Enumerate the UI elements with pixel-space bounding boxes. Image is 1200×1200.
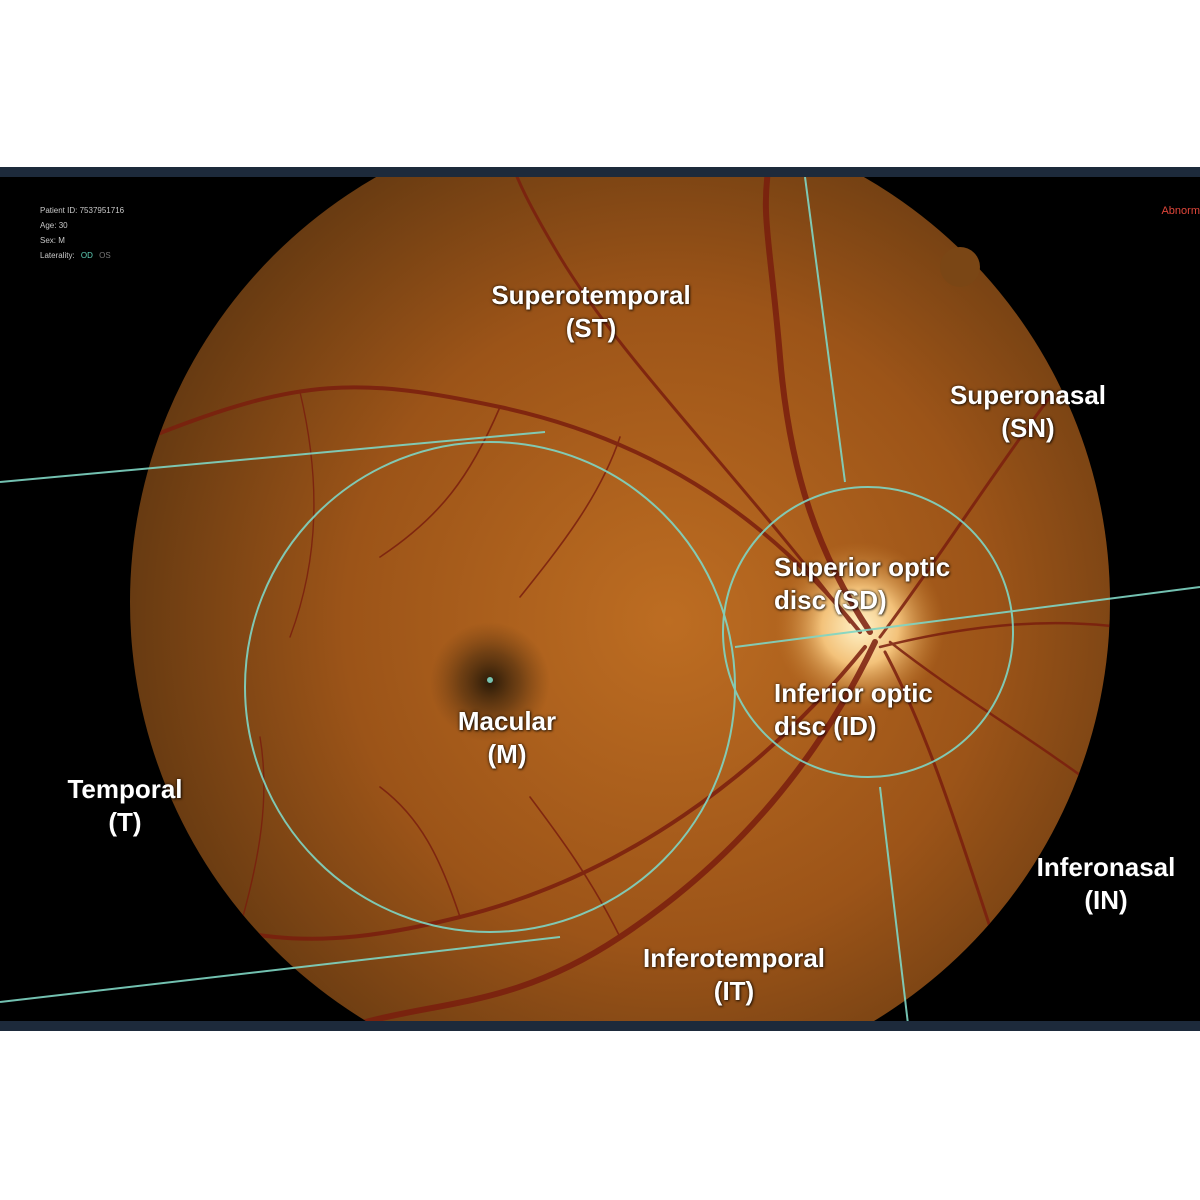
superior-radial-line <box>804 177 846 483</box>
inferior-optic-disc-name: Inferior optic <box>774 678 933 708</box>
fundus-viewer: Patient ID: 7537951716 Age: 30 Sex: M La… <box>0 167 1200 1031</box>
superotemporal-abbr: (ST) <box>565 313 617 343</box>
age-value: 30 <box>58 221 68 230</box>
sex-row: Sex: M <box>40 233 124 248</box>
fovea-marker <box>487 677 493 683</box>
patient-info-panel: Patient ID: 7537951716 Age: 30 Sex: M La… <box>40 203 124 263</box>
macular-name: Macular <box>457 706 557 736</box>
superior-optic-disc-name: Superior optic <box>774 552 951 582</box>
sex-label: Sex: <box>40 236 57 245</box>
lower-boundary-line <box>0 936 561 1003</box>
inferonasal-abbr: (IN) <box>1084 885 1128 915</box>
label-superotemporal: Superotemporal (ST) <box>468 279 714 345</box>
region-outlines <box>0 177 1200 1021</box>
label-macular: Macular (M) <box>427 705 587 771</box>
label-superior-optic-disc: Superior optic disc (SD) <box>774 551 1004 617</box>
inferior-optic-disc-abbr: disc (ID) <box>774 711 877 741</box>
fundus-notch <box>940 247 980 287</box>
label-inferotemporal: Inferotemporal (IT) <box>616 942 852 1008</box>
laterality-od-toggle[interactable]: OD <box>80 251 93 260</box>
label-temporal: Temporal (T) <box>45 773 205 839</box>
patient-id-value: 7537951716 <box>79 206 125 215</box>
label-inferonasal: Inferonasal (IN) <box>1012 851 1200 917</box>
age-row: Age: 30 <box>40 218 124 233</box>
macular-abbr: (M) <box>487 739 527 769</box>
superonasal-abbr: (SN) <box>1001 413 1055 443</box>
inferotemporal-abbr: (IT) <box>713 976 755 1006</box>
laterality-label: Laterality: <box>40 251 75 260</box>
patient-id-label: Patient ID: <box>40 206 78 215</box>
laterality-row: Laterality: OD OS <box>40 248 124 263</box>
status-badge: Abnorm <box>1161 205 1200 217</box>
upper-boundary-line <box>0 431 546 483</box>
inferonasal-name: Inferonasal <box>1036 852 1176 882</box>
inferotemporal-name: Inferotemporal <box>642 943 826 973</box>
optic-disc-circle <box>722 486 1014 778</box>
inferior-radial-line <box>879 786 909 1021</box>
label-superonasal: Superonasal (SN) <box>928 379 1128 445</box>
macular-circle <box>244 441 736 933</box>
horizontal-disc-line <box>734 586 1200 648</box>
fundus-diagram <box>0 177 1200 1021</box>
superior-optic-disc-abbr: disc (SD) <box>774 585 887 615</box>
laterality-os-toggle[interactable]: OS <box>99 251 111 260</box>
superotemporal-name: Superotemporal <box>491 280 691 310</box>
patient-id-row: Patient ID: 7537951716 <box>40 203 124 218</box>
temporal-name: Temporal <box>67 774 183 804</box>
label-inferior-optic-disc: Inferior optic disc (ID) <box>774 677 1004 743</box>
age-label: Age: <box>40 221 57 230</box>
sex-value: M <box>58 236 65 245</box>
superonasal-name: Superonasal <box>949 380 1107 410</box>
temporal-abbr: (T) <box>108 807 142 837</box>
